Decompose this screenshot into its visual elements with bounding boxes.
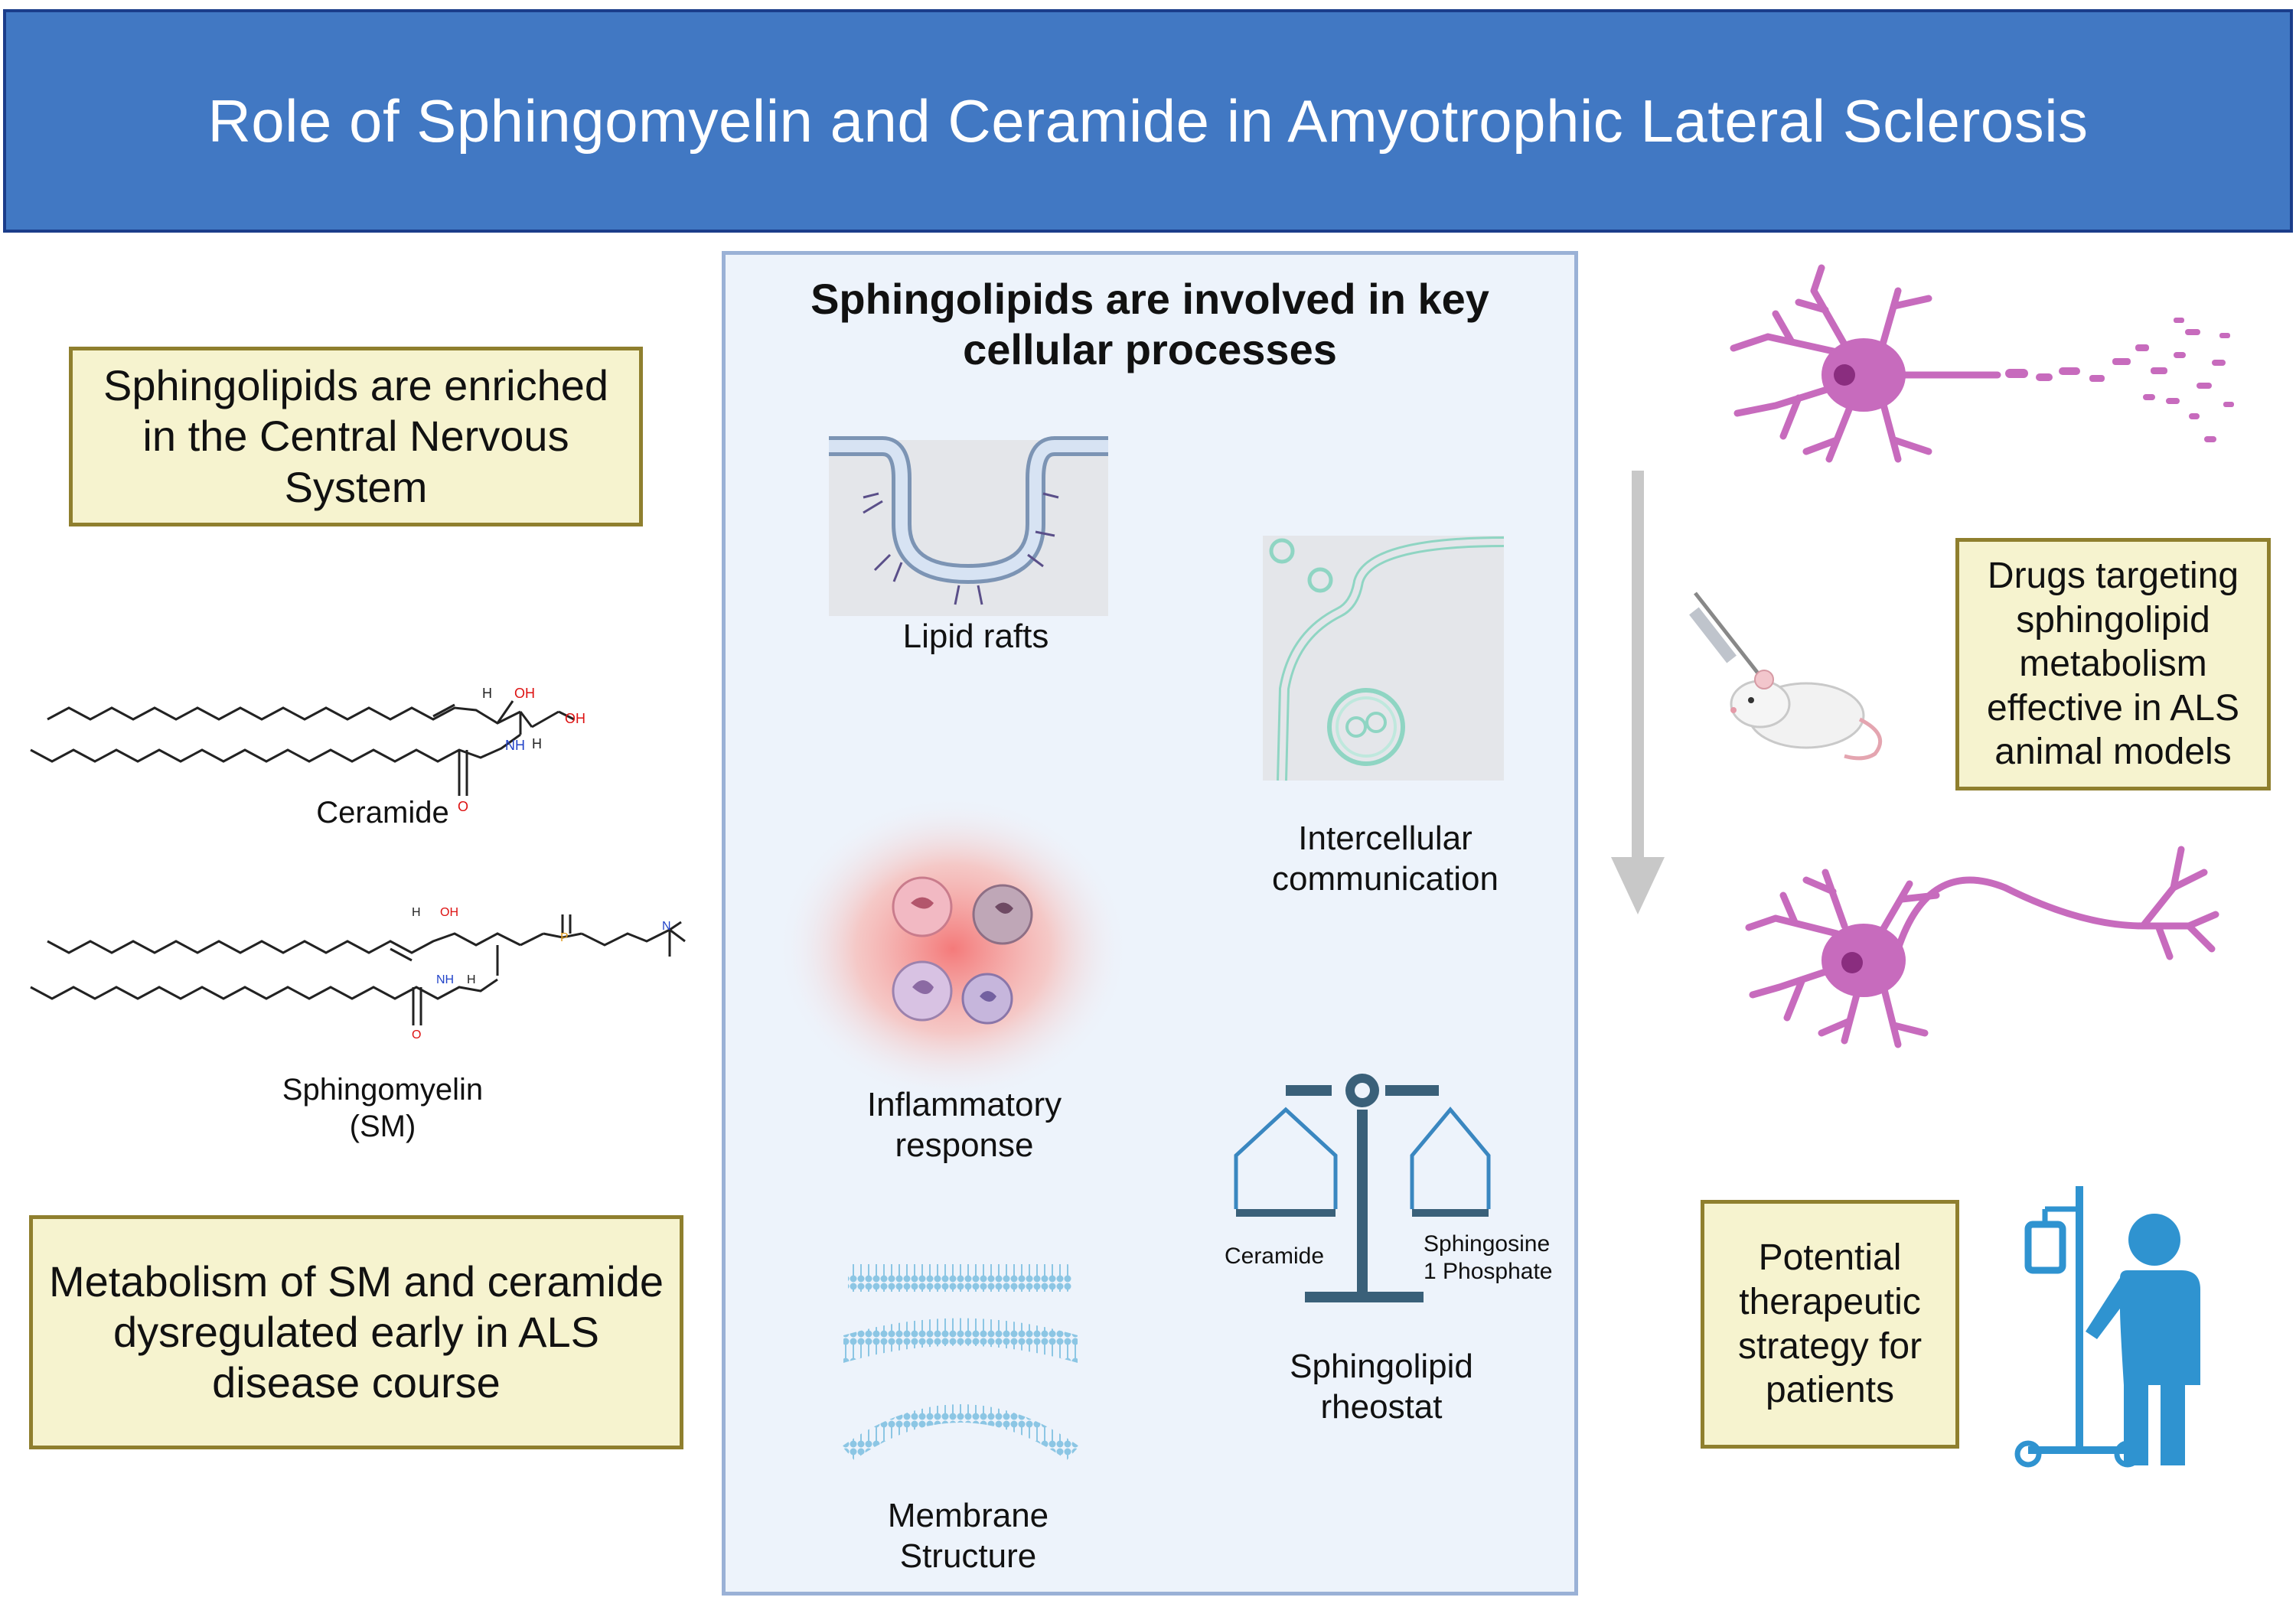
membrane-illustration — [842, 1264, 1079, 1460]
title-banner: Role of Sphingomyelin and Ceramide in Am… — [3, 9, 2293, 233]
ceramide-label: Ceramide — [316, 796, 449, 830]
drugs-box: Drugs targeting sphingolipid metabolism … — [1955, 538, 2271, 790]
atom-h: H — [532, 736, 542, 751]
atom-n: N — [662, 920, 671, 933]
degenerating-neuron-icon — [1730, 264, 2234, 463]
scale-icon — [1234, 1074, 1491, 1302]
dysregulation-text: Metabolism of SM and ceramide dysregulat… — [48, 1257, 664, 1407]
atom-nh: NH — [505, 738, 525, 753]
scale-left-label: Ceramide — [1224, 1244, 1325, 1269]
atom-o: O — [458, 799, 468, 814]
membrane-label-line2: Structure — [899, 1537, 1037, 1575]
intercellular-label-line2: communication — [1272, 859, 1499, 898]
atom-nh: NH — [436, 973, 454, 986]
scale-right-label: Sphingosine 1 Phosphate — [1424, 1231, 1561, 1286]
atom-h: H — [412, 906, 421, 919]
atom-oh: OH — [440, 906, 458, 919]
atom-h: H — [482, 686, 492, 701]
processes-title: Sphingolipids are involved in key cellul… — [810, 275, 1489, 374]
atom-oh: OH — [565, 711, 585, 726]
inflammatory-label-line2: response — [895, 1126, 1034, 1164]
sphingomyelin-label: Sphingomyelin (SM) — [253, 1071, 513, 1145]
scale-right-label-line2: 1 Phosphate — [1424, 1259, 1553, 1284]
rheostat-label-line1: Sphingolipid — [1290, 1348, 1473, 1385]
rheostat-label-line2: rheostat — [1320, 1387, 1443, 1426]
atom-p: P — [560, 931, 569, 944]
cns-enrichment-text: Sphingolipids are enriched in the Centra… — [103, 361, 608, 511]
inflammatory-label-line1: Inflammatory — [866, 1086, 1062, 1123]
membrane-label: Membrane Structure — [823, 1496, 1114, 1577]
rheostat-label: Sphingolipid rheostat — [1255, 1347, 1508, 1428]
therapy-box: Potential therapeutic strategy for patie… — [1701, 1200, 1959, 1449]
atom-h: H — [467, 973, 476, 986]
inflammatory-label: Inflammatory response — [823, 1085, 1106, 1166]
membrane-label-line1: Membrane — [887, 1497, 1049, 1534]
therapy-text: Potential therapeutic strategy for patie… — [1737, 1237, 1923, 1411]
inflammatory-illustration — [777, 796, 1129, 1102]
lipid-raft-illustration — [829, 436, 1108, 616]
down-arrow-icon — [1611, 471, 1665, 914]
dysregulation-box: Metabolism of SM and ceramide dysregulat… — [29, 1215, 683, 1449]
intercellular-label-line1: Intercellular — [1298, 820, 1473, 857]
ceramide-structure: H OH OH NH H O — [30, 686, 585, 814]
intercellular-illustration — [1263, 536, 1505, 781]
atom-o: O — [412, 1028, 421, 1041]
mouse-injection-icon — [1689, 592, 1883, 761]
sphingomyelin-label-line2: (SM) — [349, 1110, 416, 1143]
lipid-rafts-label: Lipid rafts — [902, 618, 1049, 655]
atom-oh: OH — [514, 686, 535, 701]
cns-enrichment-box: Sphingolipids are enriched in the Centra… — [69, 347, 643, 526]
drugs-text: Drugs targeting sphingolipid metabolism … — [1987, 556, 2239, 773]
healthy-neuron-icon — [1745, 846, 2219, 1048]
intercellular-label: Intercellular communication — [1247, 819, 1523, 900]
sphingomyelin-label-line1: Sphingomyelin — [282, 1073, 484, 1107]
sphingomyelin-structure: H OH P N NH H O — [30, 906, 686, 1041]
scale-right-label-line1: Sphingosine — [1424, 1231, 1551, 1257]
page-title: Role of Sphingomyelin and Ceramide in Am… — [207, 86, 2089, 155]
patient-iv-icon — [2014, 1186, 2200, 1468]
